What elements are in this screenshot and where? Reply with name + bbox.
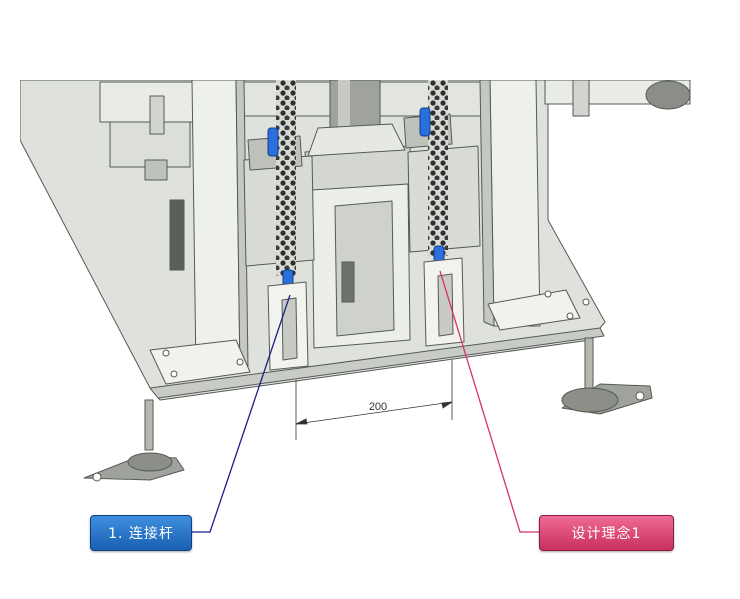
- callout-design-concept[interactable]: 设计理念1: [539, 515, 674, 551]
- left-foot-disc: [127, 452, 173, 472]
- bolt: [566, 312, 574, 320]
- left-chain: [276, 80, 296, 276]
- bolt: [162, 349, 170, 357]
- cylinder-mount-top: [307, 123, 406, 157]
- right-lower-block-slot: [437, 273, 454, 337]
- right-column: [489, 80, 541, 327]
- left-foot-post: [144, 399, 154, 451]
- right-chain: [428, 80, 448, 256]
- right-upper-connector: [419, 107, 431, 137]
- left-sensor: [149, 95, 165, 135]
- left-column: [191, 80, 241, 373]
- leader-line-2: [439, 270, 539, 533]
- dimension-200: [295, 360, 453, 440]
- left-sensor-clamp: [144, 159, 168, 181]
- base-plate-edge: [149, 327, 605, 399]
- leader-line-1: [190, 294, 291, 533]
- motor-block: [169, 199, 185, 271]
- dimension-label: 200: [369, 401, 387, 413]
- right-foot-post: [584, 337, 594, 391]
- right-column-side: [479, 80, 495, 327]
- left-lower-block-slot: [281, 297, 298, 361]
- right-top-foot: [645, 80, 691, 110]
- bolt: [582, 298, 590, 306]
- right-foot-hole: [635, 391, 645, 401]
- right-flange: [487, 289, 581, 331]
- left-upper-connector: [267, 127, 279, 157]
- callout-connecting-rod[interactable]: 1. 连接杆: [90, 515, 192, 551]
- bolt: [236, 358, 244, 366]
- left-rail: [99, 81, 196, 123]
- right-foot-disc: [561, 387, 619, 413]
- left-foot-hole: [92, 472, 102, 482]
- right-sensor: [572, 80, 590, 117]
- bolt: [544, 290, 552, 298]
- bolt: [170, 370, 178, 378]
- center-screw: [341, 261, 355, 303]
